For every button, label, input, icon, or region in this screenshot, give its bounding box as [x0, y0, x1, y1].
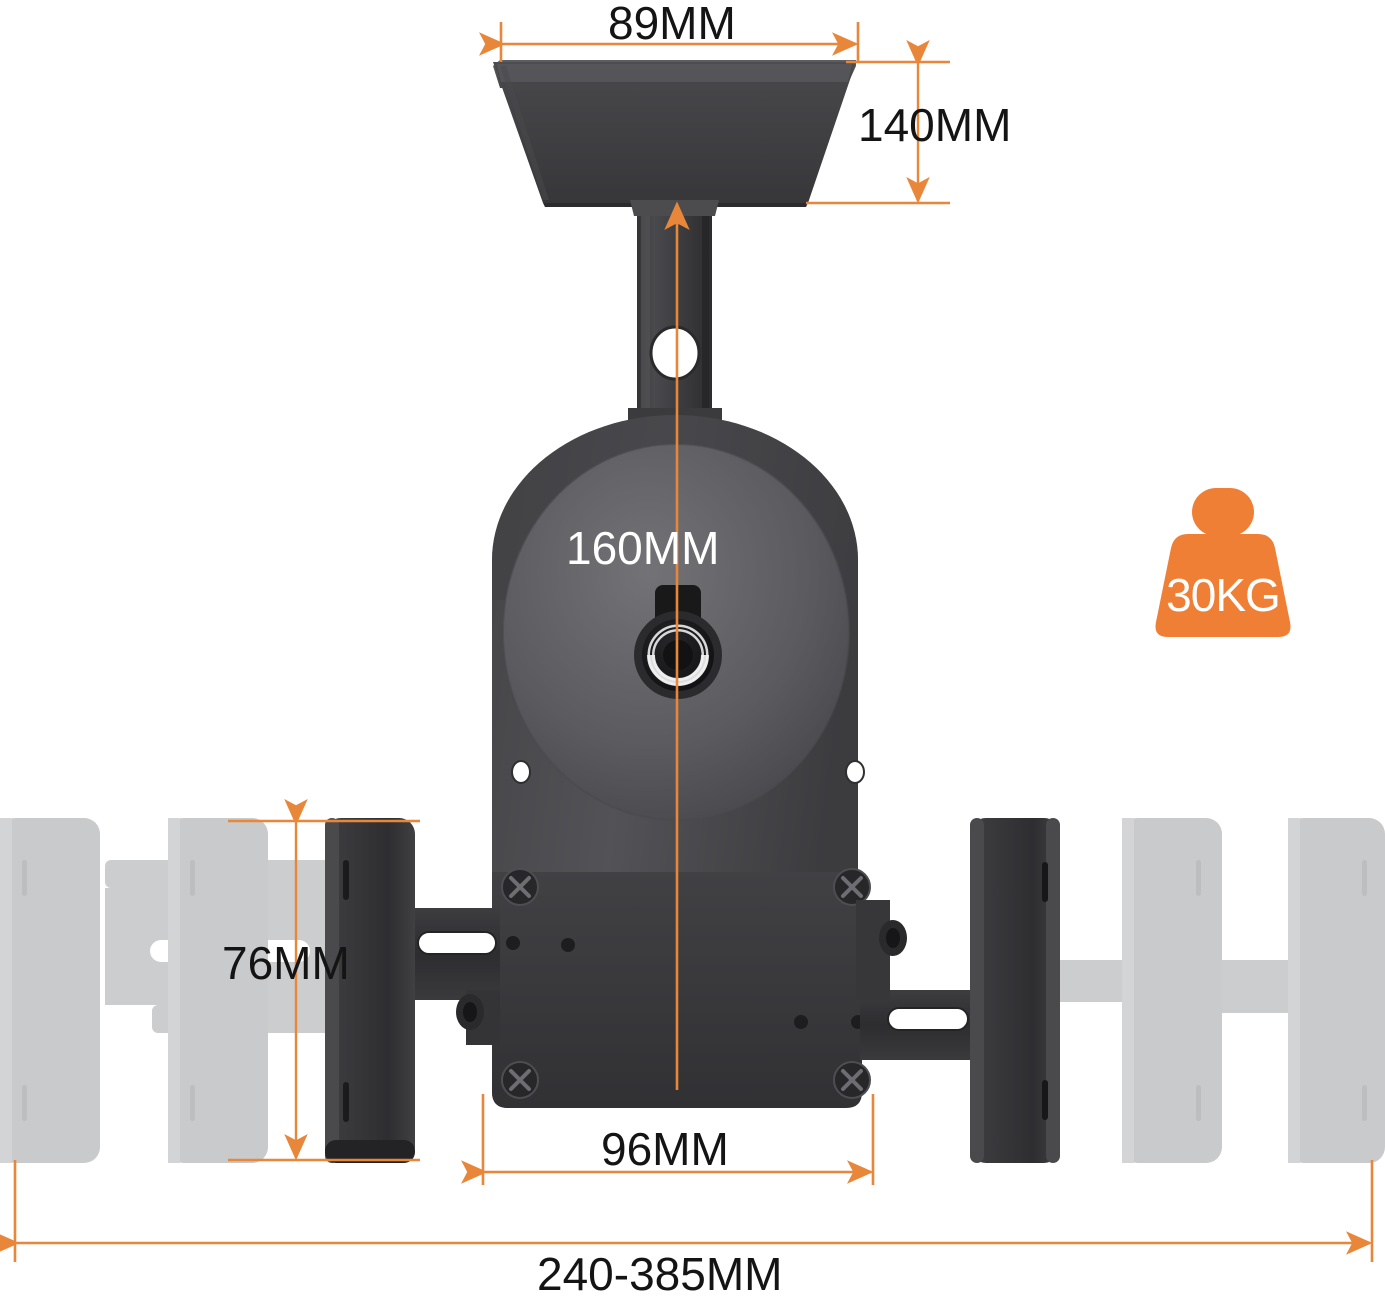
dimension-label-plate-width: 89MM — [608, 0, 736, 49]
adjustment-ghosts-right — [1000, 818, 1385, 1163]
dimension-lines — [0, 22, 1374, 1262]
dimension-label-body-width: 96MM — [601, 1123, 729, 1175]
cable-pass-hole — [651, 327, 699, 379]
speaker-mount-plate — [492, 868, 871, 1108]
drop-post-arm — [628, 200, 722, 432]
side-adjust-knobs — [456, 920, 907, 1030]
dimension-label-span-range: 240-385MM — [537, 1248, 783, 1300]
weight-icon — [1155, 488, 1291, 637]
speaker-clamp-left — [325, 818, 415, 1163]
weight-capacity-label: 30KG — [1166, 569, 1281, 621]
dimension-label-plate-drop: 140MM — [858, 99, 1012, 151]
dimension-label-body-height: 160MM — [566, 522, 720, 574]
ceiling-mount-plate — [493, 60, 856, 207]
speaker-clamp-right — [970, 818, 1060, 1163]
dimension-label-bracket-height: 76MM — [222, 937, 350, 989]
weight-capacity-badge: 30KG — [1148, 482, 1298, 642]
